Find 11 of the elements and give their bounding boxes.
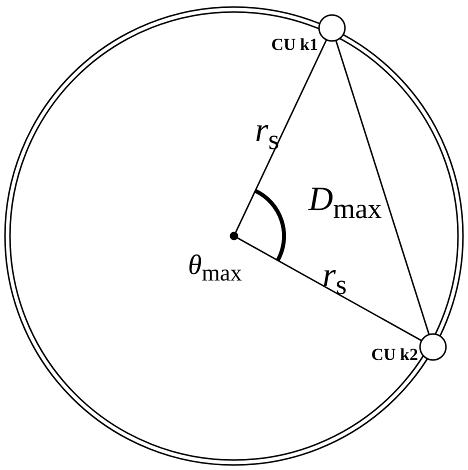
line: [335, 40, 430, 335]
line: [236, 237, 422, 342]
node-circle: [419, 333, 447, 361]
angle-label: θ$_{max}$: [188, 252, 242, 286]
node-circle: [318, 14, 346, 42]
node-label: CU k1: [271, 36, 318, 53]
center-point: [230, 232, 238, 240]
line: [234, 39, 328, 234]
node-label: CU k2: [371, 346, 418, 363]
edge-label: r$_{s}$: [322, 258, 347, 300]
edge-label: D$_{max}$: [308, 182, 382, 224]
